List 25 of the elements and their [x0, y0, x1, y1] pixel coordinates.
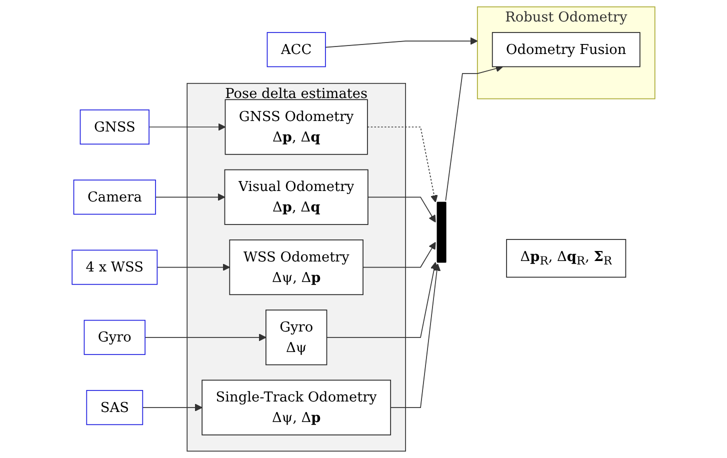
node-box: 4 x WSS — [72, 250, 158, 285]
node-box: GNSS Odometry Δp, Δq — [224, 99, 368, 155]
node-box: WSS Odometry Δψ, Δp — [229, 239, 364, 296]
node-box: Gyro — [84, 320, 146, 355]
arrow — [156, 264, 230, 272]
node-box: Gyro Δψ — [266, 310, 328, 366]
arrow — [390, 264, 441, 408]
node-box: Camera — [73, 180, 156, 215]
node-box: ACC — [266, 32, 326, 68]
node-box: Single-Track Odometry Δψ, Δp — [202, 380, 392, 436]
node-box: Odometry Fusion — [492, 32, 640, 68]
arrow — [142, 404, 202, 412]
arrow — [362, 242, 436, 268]
arrow — [445, 64, 504, 201]
node-box: Visual Odometry Δp, Δq — [224, 169, 368, 225]
arrow — [155, 193, 226, 201]
arrow — [325, 37, 478, 48]
node-box: GNSS — [80, 109, 150, 145]
node-box: Δp$_{R}$, Δq$_{R}$, Σ$_{R}$ — [506, 239, 626, 278]
arrow — [144, 334, 266, 342]
node-box: SAS — [86, 390, 144, 426]
arrow — [367, 126, 438, 202]
arrow — [326, 262, 438, 338]
arrow — [148, 123, 226, 131]
arrow — [368, 196, 436, 223]
